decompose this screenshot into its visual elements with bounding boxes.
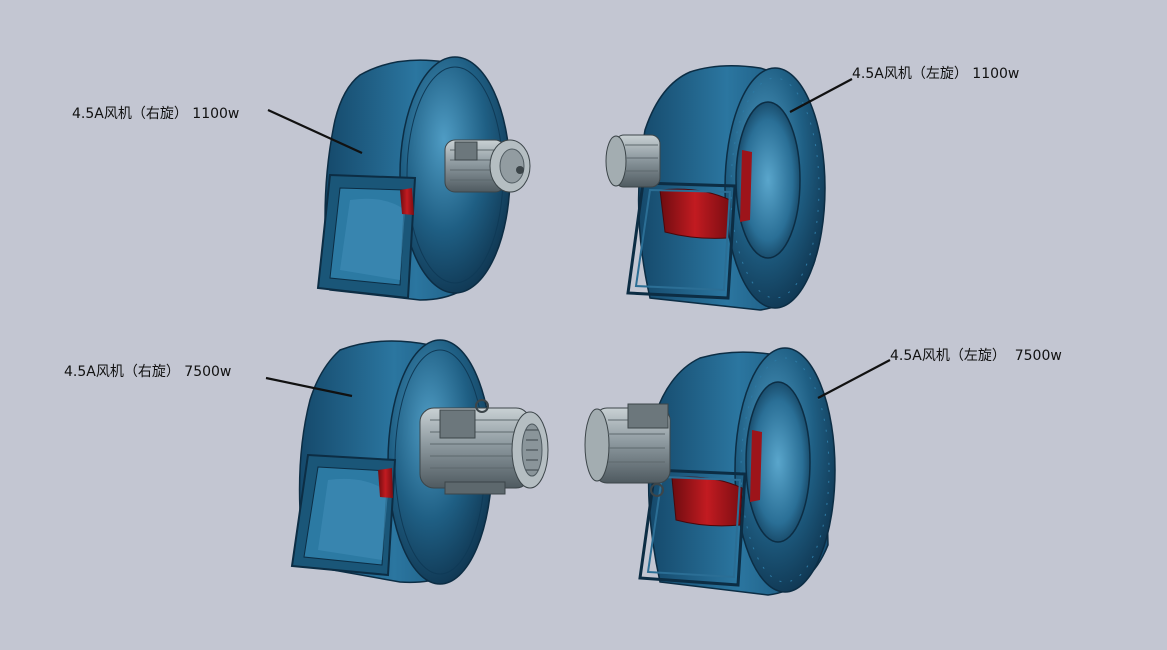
fan-label-bottom-left: 4.5A风机（右旋） 7500w	[64, 364, 232, 380]
fan-inlet	[745, 381, 811, 543]
leader-line-top-left	[267, 108, 363, 155]
fan-impeller	[671, 476, 743, 527]
fan-motor	[584, 403, 671, 497]
leader-line-bottom-left	[265, 376, 353, 398]
fan-inlet	[735, 101, 801, 259]
fan-motor	[419, 399, 549, 495]
fan-impeller	[659, 188, 731, 239]
fan-motor	[605, 134, 661, 188]
fan-label-top-left: 4.5A风机（右旋） 1100w	[72, 106, 240, 122]
fan-label-top-right: 4.5A风机（左旋） 1100w	[852, 66, 1020, 82]
fan-label-bottom-right: 4.5A风机（左旋） 7500w	[890, 348, 1062, 364]
fan-impeller	[400, 188, 414, 215]
leader-line-top-right	[789, 78, 853, 113]
fan-impeller	[378, 468, 393, 498]
fan-outlet-frame	[626, 181, 737, 300]
leader-line-bottom-right	[817, 359, 891, 399]
fan-outlet-frame	[638, 468, 747, 587]
fan-top-left	[316, 56, 531, 301]
fan-top-right	[605, 65, 826, 311]
fan-bottom-left	[290, 339, 549, 585]
fan-bottom-right	[584, 347, 836, 596]
fan-motor	[444, 139, 531, 193]
